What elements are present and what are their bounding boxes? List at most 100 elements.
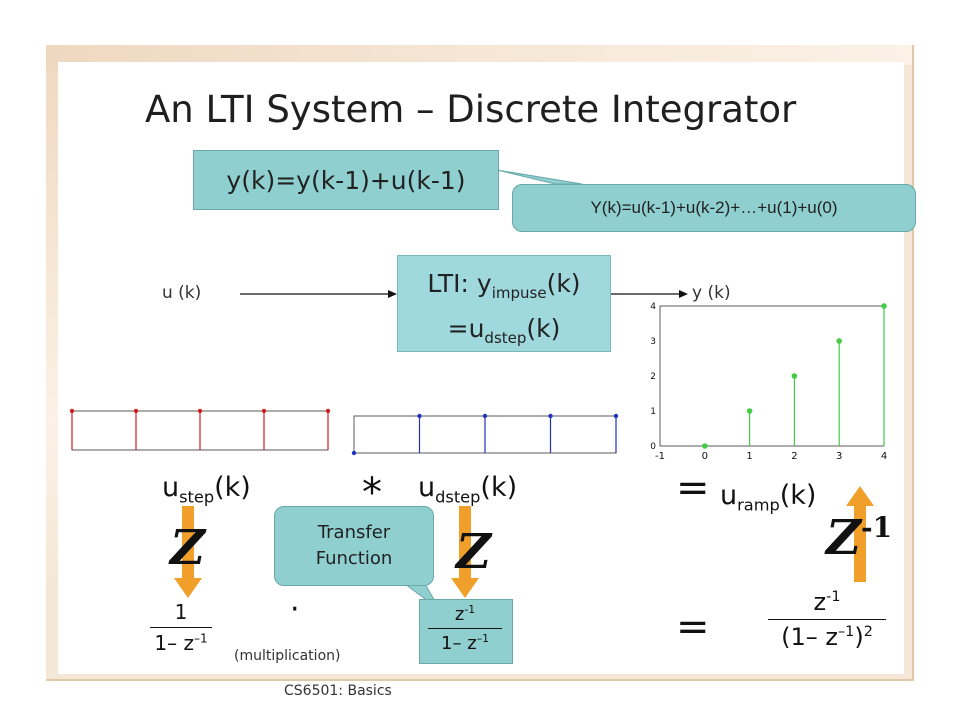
stem-point — [881, 303, 887, 309]
y-tick-label: 3 — [650, 337, 656, 347]
lti-suffix: (k) — [546, 269, 581, 298]
equals-sign-bottom: = — [676, 604, 710, 650]
fraction-dstep-den: 1– z–1 — [441, 632, 489, 654]
lti-impulse-sub: impuse — [491, 284, 547, 302]
dstep-transform-box — [419, 599, 513, 664]
fraction-ramp-num-sup: -1 — [826, 589, 841, 605]
u-dstep-prefix: u — [418, 472, 436, 503]
multiplication-dot: · — [290, 592, 300, 627]
u-ramp-prefix: u — [720, 480, 738, 511]
fraction-step-den-sup: –1 — [193, 631, 208, 646]
fraction-ramp: z-1 (1– z–1)2 — [768, 588, 886, 651]
x-tick-label: 0 — [702, 451, 708, 462]
x-tick-label: 3 — [836, 451, 842, 462]
fraction-ramp-den: (1– z–1)2 — [781, 623, 873, 651]
stem-point — [69, 408, 75, 414]
difference-equation: y(k)=y(k-1)+u(k-1) — [226, 165, 466, 195]
stem-point — [261, 408, 267, 414]
z-transform-mid: Z — [456, 524, 492, 580]
fraction-ramp-den-base: (1– z — [781, 623, 838, 651]
plot-frame — [659, 305, 885, 447]
u-dstep-term: udstep(k) — [418, 472, 517, 506]
u-step-prefix: u — [162, 472, 180, 503]
lti-prefix: LTI: y — [427, 269, 492, 298]
stem-point — [482, 413, 488, 419]
lti-line-1: LTI: yimpuse(k) — [398, 266, 610, 311]
fraction-dstep: z-1 1– z–1 — [428, 603, 502, 654]
u-dstep-sub: dstep — [435, 487, 481, 507]
stem-point — [351, 450, 357, 456]
equals-sign-top: = — [676, 465, 710, 511]
stem-point — [791, 373, 798, 379]
stem-point — [746, 408, 753, 414]
x-tick-label: 1 — [746, 451, 752, 462]
output-arrowhead — [679, 290, 688, 298]
u-step-suffix: (k) — [214, 472, 251, 503]
stem-point — [325, 408, 331, 414]
x-tick-label: 2 — [791, 451, 797, 462]
input-arrowhead — [388, 290, 397, 298]
u-step-term: ustep(k) — [162, 472, 251, 506]
z-inverse-arrow — [846, 486, 874, 582]
y-tick-label: 1 — [650, 407, 656, 417]
lti-line-2: =udstep(k) — [398, 311, 610, 356]
fraction-dstep-den-base: 1– z — [441, 633, 477, 654]
fraction-step-bar — [150, 627, 212, 628]
fraction-dstep-num-base: z — [454, 604, 465, 625]
input-label: u (k) — [162, 283, 202, 303]
z-transform-left: Z — [170, 520, 206, 576]
fraction-dstep-bar — [428, 628, 502, 629]
lti-dstep-sub: dstep — [484, 329, 527, 347]
slide-footer: CS6501: Basics — [284, 683, 392, 699]
callout-pointer — [496, 169, 583, 185]
stem-point — [702, 443, 708, 449]
fraction-ramp-den-sup: –1 — [837, 624, 855, 640]
x-tick-label: -1 — [655, 451, 665, 462]
u-ramp-suffix: (k) — [779, 480, 817, 511]
z-inverse-letter: Z — [826, 510, 862, 566]
fraction-step: 1 1– z–1 — [150, 600, 212, 655]
lti-eq-suffix: (k) — [526, 314, 561, 343]
z-inverse-transform: Z-1 — [826, 510, 892, 566]
x-tick-label: 4 — [881, 451, 887, 462]
fraction-ramp-den-sup2: 2 — [863, 624, 873, 640]
expansion-callout: Y(k)=u(k-1)+u(k-2)+…+u(1)+u(0) — [512, 184, 916, 232]
stem-point — [548, 413, 553, 419]
bubble-line-1: Transfer — [317, 522, 391, 543]
z-inverse-sup: -1 — [861, 511, 893, 544]
lti-eq-prefix: =u — [447, 314, 485, 343]
fraction-ramp-bar — [768, 619, 886, 620]
fraction-ramp-den-close: ) — [854, 623, 864, 651]
difference-equation-box: y(k)=y(k-1)+u(k-1) — [193, 150, 499, 210]
u-ramp-term: uramp(k) — [720, 480, 816, 514]
stem-point — [197, 408, 203, 414]
slide-title: An LTI System – Discrete Integrator — [145, 88, 797, 131]
y-tick-label: 0 — [650, 442, 656, 452]
expansion-text: Y(k)=u(k-1)+u(k-2)+…+u(1)+u(0) — [590, 198, 838, 217]
fraction-step-den-base: 1– z — [154, 631, 194, 655]
z-arrow-mid — [451, 506, 479, 598]
multiplication-note: (multiplication) — [234, 648, 341, 664]
u-ramp-sub: ramp — [737, 495, 780, 515]
fraction-dstep-num-sup: -1 — [464, 603, 476, 616]
lti-block: LTI: yimpuse(k) =udstep(k) — [397, 255, 611, 352]
u-dstep-suffix: (k) — [480, 472, 518, 503]
fraction-ramp-num-base: z — [813, 588, 827, 616]
stem-point — [133, 408, 139, 414]
bubble-line-2: Function — [315, 548, 393, 569]
y-tick-label: 4 — [650, 302, 656, 312]
dstep-plot — [351, 413, 619, 456]
fraction-step-num: 1 — [174, 600, 188, 624]
u-step-sub: step — [179, 487, 215, 507]
fraction-step-den: 1– z–1 — [154, 631, 207, 655]
fraction-dstep-num: z-1 — [428, 603, 502, 625]
y-tick-label: 2 — [650, 372, 656, 382]
z-arrow-left — [174, 506, 202, 598]
stem-point — [417, 413, 422, 419]
stem-point — [613, 413, 619, 419]
fraction-dstep-den-sup: –1 — [476, 632, 489, 645]
convolution-operator: * — [362, 470, 382, 516]
fraction-ramp-num: z-1 — [768, 588, 886, 616]
